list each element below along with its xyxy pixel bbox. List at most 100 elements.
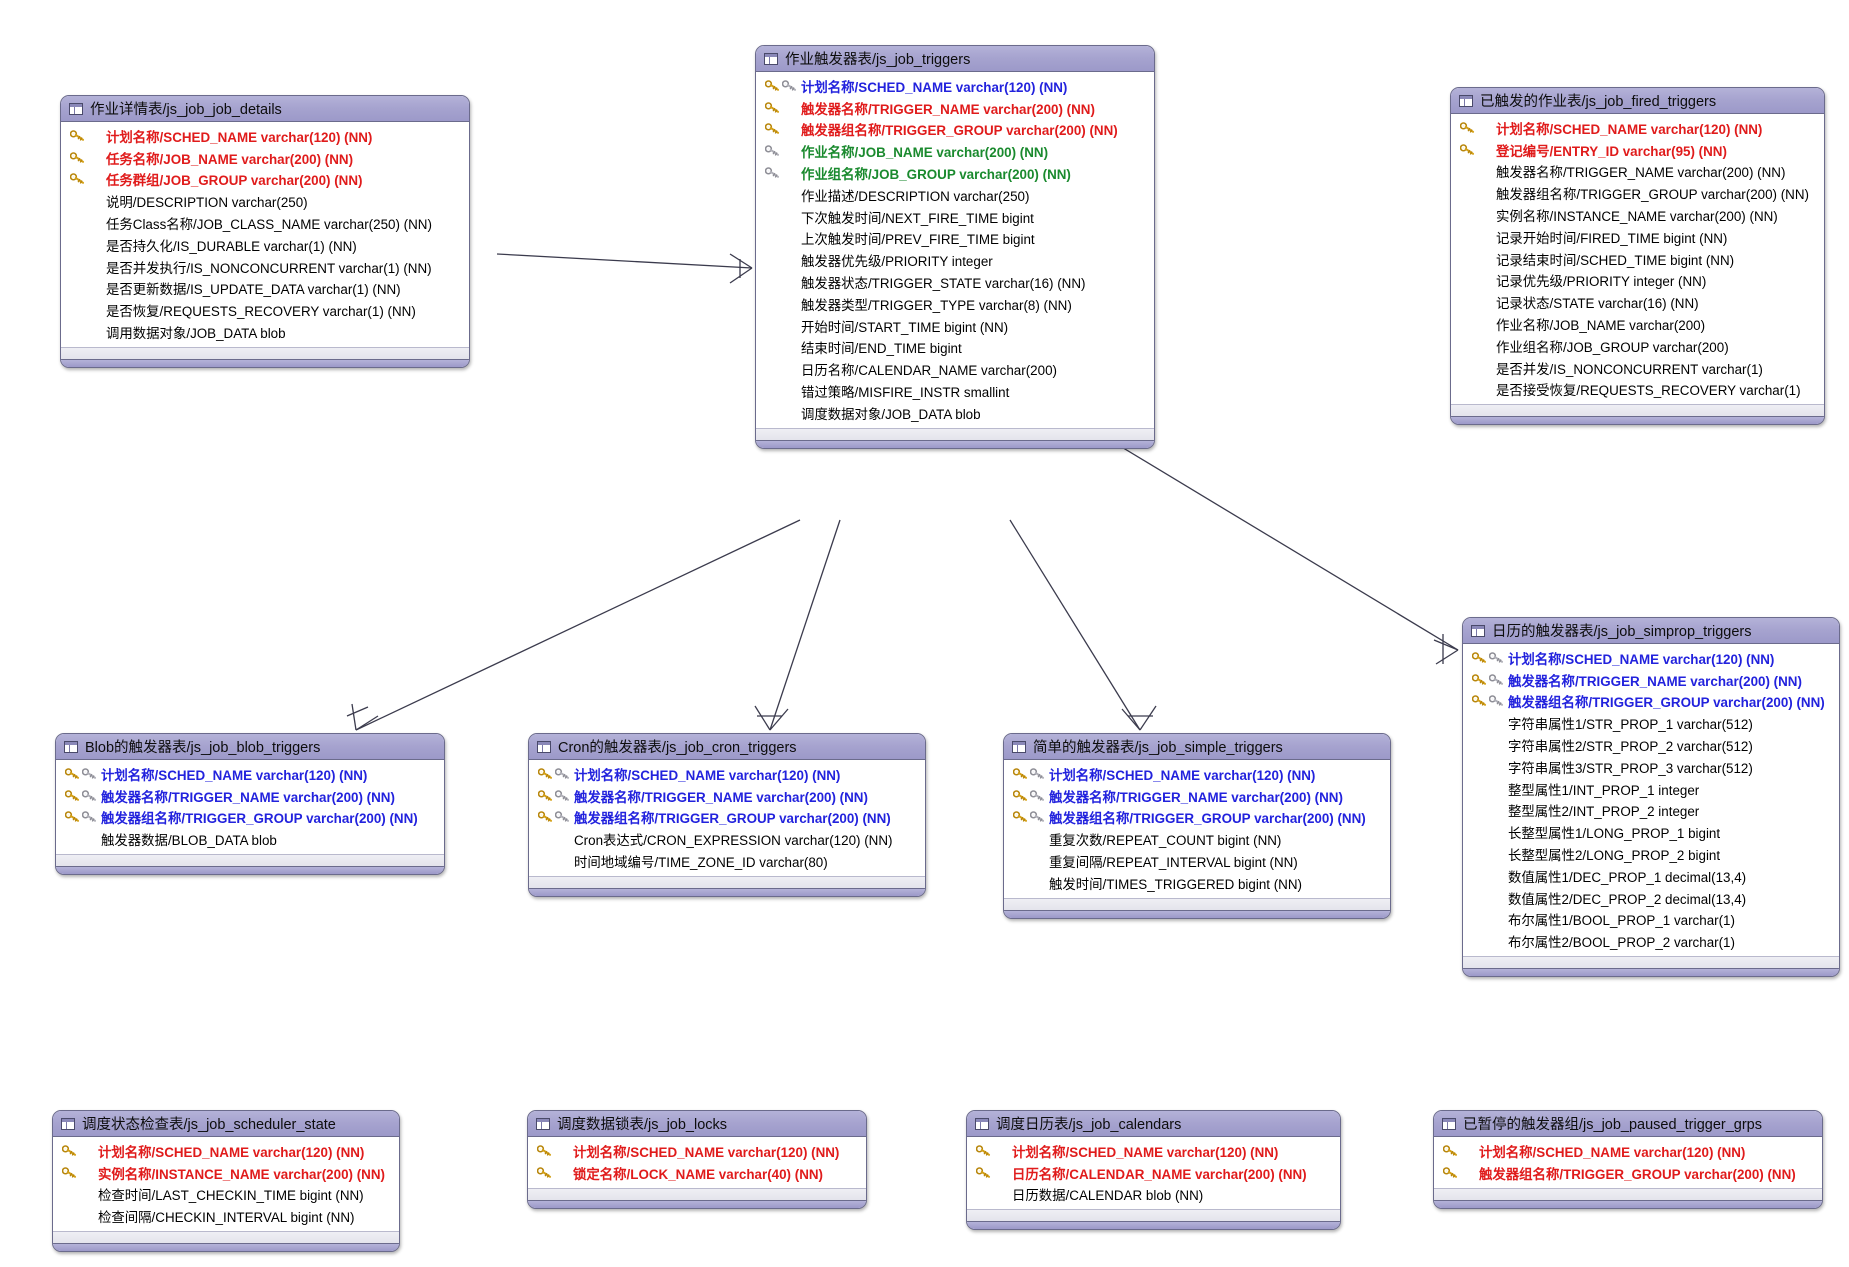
field-row[interactable]: 日历名称/CALENDAR_NAME varchar(200) <box>756 358 1154 380</box>
field-row[interactable]: 是否恢复/REQUESTS_RECOVERY varchar(1) (NN) <box>61 299 469 321</box>
field-row[interactable]: 日历数据/CALENDAR blob (NN) <box>967 1184 1340 1206</box>
field-row[interactable]: 数值属性2/DEC_PROP_2 decimal(13,4) <box>1463 887 1839 909</box>
field-row[interactable]: 长整型属性2/LONG_PROP_2 bigint <box>1463 843 1839 865</box>
entity-header-blob_triggers[interactable]: Blob的触发器表/js_job_blob_triggers <box>56 734 444 760</box>
field-row[interactable]: 触发器名称/TRIGGER_NAME varchar(200) (NN) <box>1451 161 1824 183</box>
field-row[interactable]: 时间地域编号/TIME_ZONE_ID varchar(80) <box>529 850 925 872</box>
entity-blob_triggers[interactable]: Blob的触发器表/js_job_blob_triggers 计划名称/SCHED… <box>55 733 445 876</box>
field-row[interactable]: 计划名称/SCHED_NAME varchar(120) (NN) <box>1451 117 1824 139</box>
field-row[interactable]: 布尔属性2/BOOL_PROP_2 varchar(1) <box>1463 930 1839 952</box>
field-row[interactable]: 触发器名称/TRIGGER_NAME varchar(200) (NN) <box>56 785 444 807</box>
entity-paused_trigger_grps[interactable]: 已暂停的触发器组/js_job_paused_trigger_grps 计划名称/… <box>1433 1110 1823 1209</box>
field-row[interactable]: 整型属性1/INT_PROP_1 integer <box>1463 778 1839 800</box>
field-row[interactable]: 调用数据对象/JOB_DATA blob <box>61 321 469 343</box>
field-row[interactable]: 下次触发时间/NEXT_FIRE_TIME bigint <box>756 206 1154 228</box>
field-row[interactable]: 实例名称/INSTANCE_NAME varchar(200) (NN) <box>1451 204 1824 226</box>
field-row[interactable]: 触发器组名称/TRIGGER_GROUP varchar(200) (NN) <box>1434 1162 1822 1184</box>
field-row[interactable]: 是否更新数据/IS_UPDATE_DATA varchar(1) (NN) <box>61 278 469 300</box>
field-row[interactable]: 作业名称/JOB_NAME varchar(200) (NN) <box>756 140 1154 162</box>
field-row[interactable]: 计划名称/SCHED_NAME varchar(120) (NN) <box>967 1140 1340 1162</box>
entity-calendars[interactable]: 调度日历表/js_job_calendars 计划名称/SCHED_NAME va… <box>966 1110 1341 1231</box>
field-row[interactable]: 计划名称/SCHED_NAME varchar(120) (NN) <box>53 1140 399 1162</box>
field-row[interactable]: 开始时间/START_TIME bigint (NN) <box>756 315 1154 337</box>
field-row[interactable]: 记录开始时间/FIRED_TIME bigint (NN) <box>1451 226 1824 248</box>
field-row[interactable]: 布尔属性1/BOOL_PROP_1 varchar(1) <box>1463 909 1839 931</box>
field-row[interactable]: 重复次数/REPEAT_COUNT bigint (NN) <box>1004 828 1390 850</box>
field-row[interactable]: 计划名称/SCHED_NAME varchar(120) (NN) <box>1434 1140 1822 1162</box>
field-row[interactable]: 触发器名称/TRIGGER_NAME varchar(200) (NN) <box>529 785 925 807</box>
field-row[interactable]: 是否并发/IS_NONCONCURRENT varchar(1) <box>1451 357 1824 379</box>
entity-header-calendars[interactable]: 调度日历表/js_job_calendars <box>967 1111 1340 1137</box>
field-row[interactable]: 登记编号/ENTRY_ID varchar(95) (NN) <box>1451 139 1824 161</box>
entity-triggers[interactable]: 作业触发器表/js_job_triggers 计划名称/SCHED_NAME va… <box>755 45 1155 449</box>
field-row[interactable]: 记录优先级/PRIORITY integer (NN) <box>1451 270 1824 292</box>
field-row[interactable]: 结束时间/END_TIME bigint <box>756 337 1154 359</box>
field-row[interactable]: 说明/DESCRIPTION varchar(250) <box>61 190 469 212</box>
field-row[interactable]: 触发器名称/TRIGGER_NAME varchar(200) (NN) <box>756 97 1154 119</box>
field-row[interactable]: 触发器类型/TRIGGER_TYPE varchar(8) (NN) <box>756 293 1154 315</box>
field-row[interactable]: 调度数据对象/JOB_DATA blob <box>756 402 1154 424</box>
entity-header-paused_trigger_grps[interactable]: 已暂停的触发器组/js_job_paused_trigger_grps <box>1434 1111 1822 1137</box>
field-row[interactable]: 上次触发时间/PREV_FIRE_TIME bigint <box>756 228 1154 250</box>
field-row[interactable]: 字符串属性2/STR_PROP_2 varchar(512) <box>1463 734 1839 756</box>
field-row[interactable]: 计划名称/SCHED_NAME varchar(120) (NN) <box>756 75 1154 97</box>
field-row[interactable]: 任务群组/JOB_GROUP varchar(200) (NN) <box>61 169 469 191</box>
entity-header-simprop_triggers[interactable]: 日历的触发器表/js_job_simprop_triggers <box>1463 618 1839 644</box>
field-row[interactable]: 计划名称/SCHED_NAME varchar(120) (NN) <box>1004 763 1390 785</box>
field-row[interactable]: 触发器优先级/PRIORITY integer <box>756 249 1154 271</box>
entity-header-job_details[interactable]: 作业详情表/js_job_job_details <box>61 96 469 122</box>
entity-header-locks[interactable]: 调度数据锁表/js_job_locks <box>528 1111 866 1137</box>
field-row[interactable]: 长整型属性1/LONG_PROP_1 bigint <box>1463 821 1839 843</box>
field-row[interactable]: 作业名称/JOB_NAME varchar(200) <box>1451 313 1824 335</box>
field-row[interactable]: 字符串属性1/STR_PROP_1 varchar(512) <box>1463 712 1839 734</box>
field-row[interactable]: 数值属性1/DEC_PROP_1 decimal(13,4) <box>1463 865 1839 887</box>
entity-header-cron_triggers[interactable]: Cron的触发器表/js_job_cron_triggers <box>529 734 925 760</box>
field-row[interactable]: 触发器组名称/TRIGGER_GROUP varchar(200) (NN) <box>1463 691 1839 713</box>
field-row[interactable]: 计划名称/SCHED_NAME varchar(120) (NN) <box>61 125 469 147</box>
field-row[interactable]: 触发器组名称/TRIGGER_GROUP varchar(200) (NN) <box>529 807 925 829</box>
field-row[interactable]: 触发器名称/TRIGGER_NAME varchar(200) (NN) <box>1004 785 1390 807</box>
entity-simple_triggers[interactable]: 简单的触发器表/js_job_simple_triggers 计划名称/SCHED… <box>1003 733 1391 919</box>
field-row[interactable]: 作业描述/DESCRIPTION varchar(250) <box>756 184 1154 206</box>
entity-header-simple_triggers[interactable]: 简单的触发器表/js_job_simple_triggers <box>1004 734 1390 760</box>
field-row[interactable]: 实例名称/INSTANCE_NAME varchar(200) (NN) <box>53 1162 399 1184</box>
field-row[interactable]: Cron表达式/CRON_EXPRESSION varchar(120) (NN… <box>529 828 925 850</box>
field-row[interactable]: 任务名称/JOB_NAME varchar(200) (NN) <box>61 147 469 169</box>
field-row[interactable]: 错过策略/MISFIRE_INSTR smallint <box>756 380 1154 402</box>
field-row[interactable]: 计划名称/SCHED_NAME varchar(120) (NN) <box>1463 647 1839 669</box>
field-row[interactable]: 任务Class名称/JOB_CLASS_NAME varchar(250) (N… <box>61 212 469 234</box>
field-row[interactable]: 触发器数据/BLOB_DATA blob <box>56 828 444 850</box>
field-row[interactable]: 字符串属性3/STR_PROP_3 varchar(512) <box>1463 756 1839 778</box>
entity-header-scheduler_state[interactable]: 调度状态检查表/js_job_scheduler_state <box>53 1111 399 1137</box>
field-row[interactable]: 触发器组名称/TRIGGER_GROUP varchar(200) (NN) <box>756 119 1154 141</box>
field-row[interactable]: 计划名称/SCHED_NAME varchar(120) (NN) <box>528 1140 866 1162</box>
entity-fired_triggers[interactable]: 已触发的作业表/js_job_fired_triggers 计划名称/SCHED_… <box>1450 87 1825 426</box>
field-row[interactable]: 作业组名称/JOB_GROUP varchar(200) <box>1451 335 1824 357</box>
field-row[interactable]: 是否持久化/IS_DURABLE varchar(1) (NN) <box>61 234 469 256</box>
field-row[interactable]: 作业组名称/JOB_GROUP varchar(200) (NN) <box>756 162 1154 184</box>
field-row[interactable]: 触发器状态/TRIGGER_STATE varchar(16) (NN) <box>756 271 1154 293</box>
entity-simprop_triggers[interactable]: 日历的触发器表/js_job_simprop_triggers 计划名称/SCHE… <box>1462 617 1840 978</box>
entity-job_details[interactable]: 作业详情表/js_job_job_details 计划名称/SCHED_NAME … <box>60 95 470 368</box>
field-row[interactable]: 触发器组名称/TRIGGER_GROUP varchar(200) (NN) <box>1004 807 1390 829</box>
field-row[interactable]: 日历名称/CALENDAR_NAME varchar(200) (NN) <box>967 1162 1340 1184</box>
field-row[interactable]: 锁定名称/LOCK_NAME varchar(40) (NN) <box>528 1162 866 1184</box>
field-row[interactable]: 记录结束时间/SCHED_TIME bigint (NN) <box>1451 248 1824 270</box>
field-row[interactable]: 整型属性2/INT_PROP_2 integer <box>1463 800 1839 822</box>
field-row[interactable]: 触发器组名称/TRIGGER_GROUP varchar(200) (NN) <box>1451 182 1824 204</box>
field-row[interactable]: 触发器名称/TRIGGER_NAME varchar(200) (NN) <box>1463 669 1839 691</box>
entity-header-triggers[interactable]: 作业触发器表/js_job_triggers <box>756 46 1154 72</box>
entity-scheduler_state[interactable]: 调度状态检查表/js_job_scheduler_state 计划名称/SCHED… <box>52 1110 400 1253</box>
field-row[interactable]: 记录状态/STATE varchar(16) (NN) <box>1451 291 1824 313</box>
entity-cron_triggers[interactable]: Cron的触发器表/js_job_cron_triggers 计划名称/SCHED… <box>528 733 926 897</box>
field-row[interactable]: 计划名称/SCHED_NAME varchar(120) (NN) <box>529 763 925 785</box>
field-row[interactable]: 触发器组名称/TRIGGER_GROUP varchar(200) (NN) <box>56 807 444 829</box>
field-row[interactable]: 检查间隔/CHECKIN_INTERVAL bigint (NN) <box>53 1205 399 1227</box>
field-row[interactable]: 计划名称/SCHED_NAME varchar(120) (NN) <box>56 763 444 785</box>
field-row[interactable]: 是否并发执行/IS_NONCONCURRENT varchar(1) (NN) <box>61 256 469 278</box>
entity-header-fired_triggers[interactable]: 已触发的作业表/js_job_fired_triggers <box>1451 88 1824 114</box>
field-row[interactable]: 检查时间/LAST_CHECKIN_TIME bigint (NN) <box>53 1184 399 1206</box>
field-row[interactable]: 触发时间/TIMES_TRIGGERED bigint (NN) <box>1004 872 1390 894</box>
field-row[interactable]: 是否接受恢复/REQUESTS_RECOVERY varchar(1) <box>1451 379 1824 401</box>
entity-locks[interactable]: 调度数据锁表/js_job_locks 计划名称/SCHED_NAME varch… <box>527 1110 867 1209</box>
